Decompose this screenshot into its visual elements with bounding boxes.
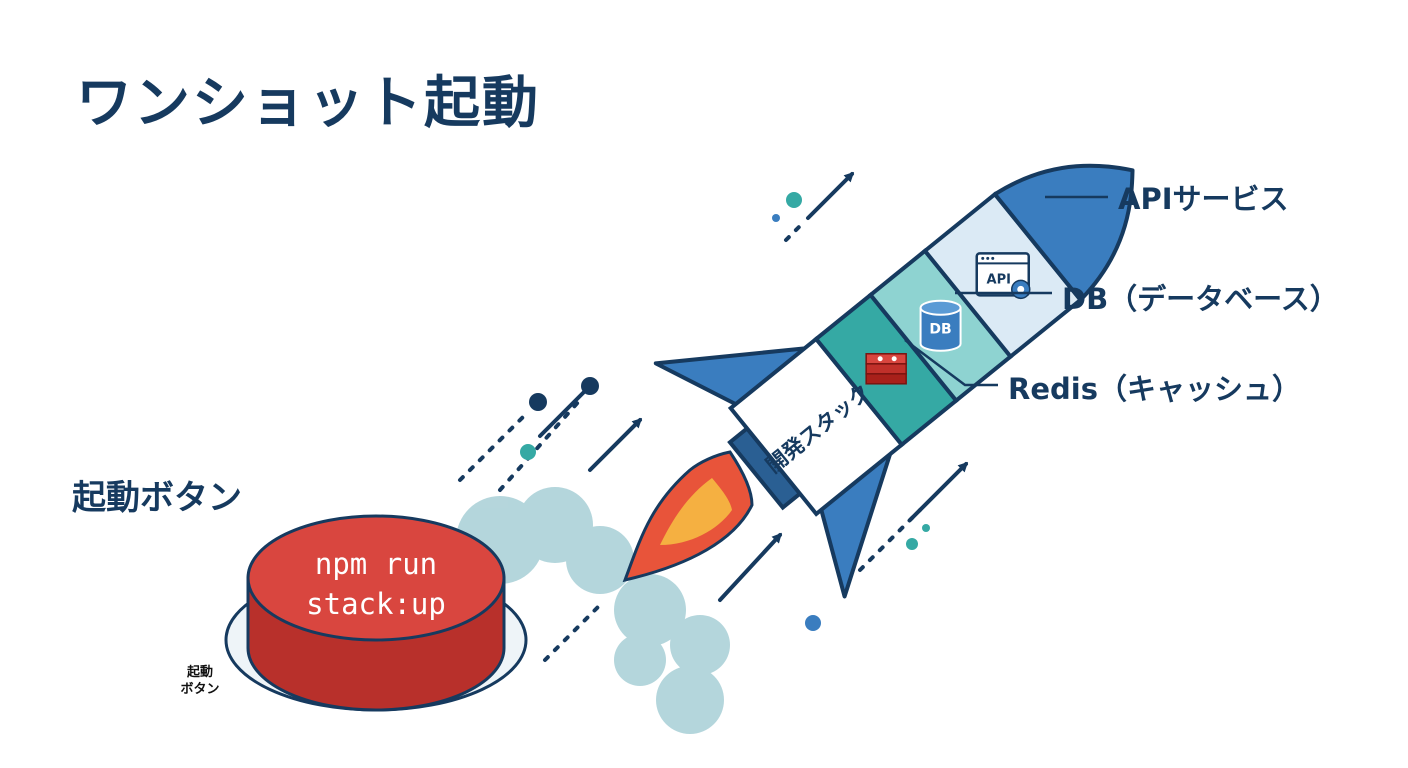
small-label-line-2: ボタン [180, 682, 220, 697]
decorative-dots [520, 192, 930, 631]
launch-command[interactable]: npm run stack:up [250, 544, 502, 624]
rocket: 開発スタック DB API [653, 163, 1135, 599]
launch-button-heading: 起動ボタン [72, 478, 242, 518]
command-line-2: stack:up [306, 587, 446, 621]
database-icon: DB [919, 299, 962, 352]
launch-button-small-label: 起動 ボタン [168, 664, 232, 698]
page-title: ワンショット起動 [76, 71, 540, 136]
launch-button[interactable] [224, 514, 528, 712]
redis-stack-icon [865, 353, 907, 385]
command-line-1: npm run [314, 547, 438, 581]
leader-lines [904, 195, 1108, 387]
motion-trails [458, 171, 969, 662]
rocket-flame [622, 450, 754, 583]
redis-label: Redis（キャッシュ） [1008, 372, 1301, 406]
api-window-icon: API [975, 252, 1031, 300]
api-service-label: APIサービス [1118, 182, 1289, 216]
database-label: DB（データベース） [1062, 282, 1339, 316]
gear-icon [1010, 279, 1031, 300]
small-label-line-1: 起動 [186, 665, 213, 680]
api-icon-text: API [987, 272, 1011, 287]
db-icon-text: DB [929, 322, 951, 338]
